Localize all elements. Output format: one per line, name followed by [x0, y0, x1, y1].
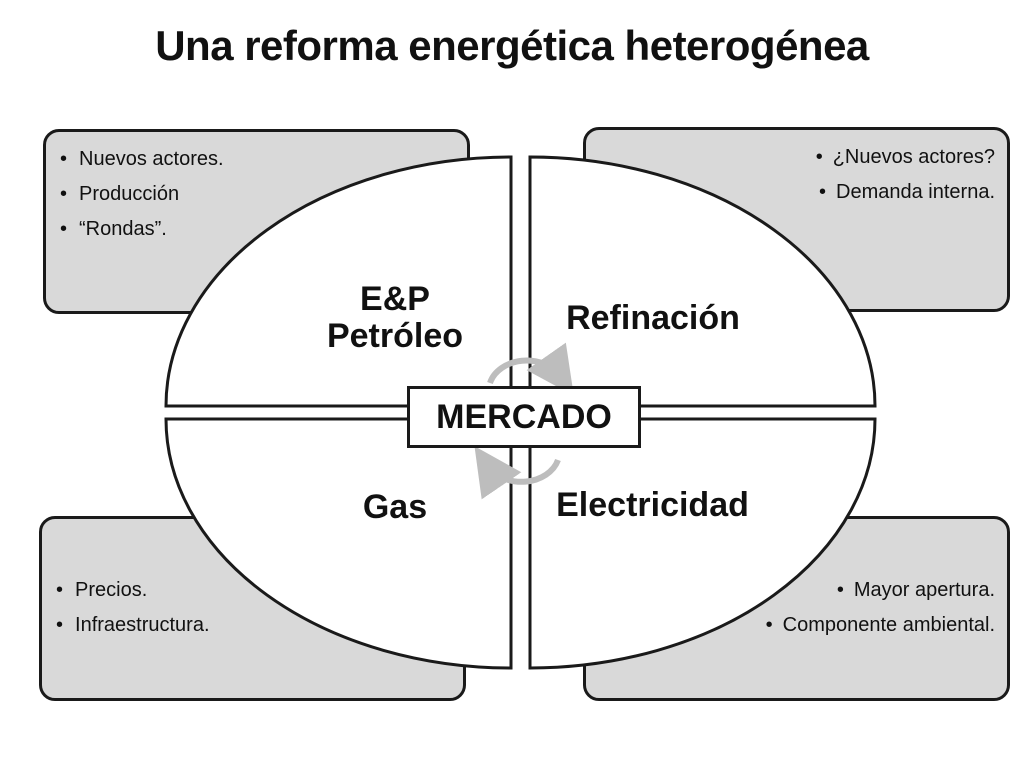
quadrant-refinacion	[528, 155, 877, 408]
list-item: •Componente ambiental.	[765, 614, 995, 636]
list-item: “Rondas”.	[60, 218, 224, 241]
label-ep-petroleo: E&P Petróleo	[300, 280, 490, 356]
label-ep-line1: E&P	[360, 280, 430, 318]
label-ep-line2: Petróleo	[326, 317, 464, 356]
quadrant-gas	[164, 417, 513, 670]
label-refinacion: Refinación	[566, 299, 740, 337]
page-title: Una reforma energética heterogénea	[155, 22, 869, 69]
list-item: Producción	[60, 183, 224, 206]
bullet-list: Nuevos actores. Producción “Rondas”.	[60, 148, 224, 253]
list-item: •Mayor apertura.	[836, 579, 995, 601]
list-item: •Demanda interna.	[819, 181, 995, 203]
list-item: Nuevos actores.	[60, 148, 224, 171]
center-mercado-box: MERCADO	[407, 386, 641, 448]
cycle-arrow-bottom	[474, 446, 561, 500]
quadrant-ep-petroleo	[164, 155, 513, 408]
label-gas: Gas	[362, 488, 428, 526]
bullet-list: •¿Nuevos actores? •Demanda interna.	[816, 146, 995, 216]
bullet-list: Precios. Infraestructura.	[56, 579, 210, 649]
list-item: Precios.	[56, 579, 210, 602]
list-item: Infraestructura.	[56, 614, 210, 637]
quadrant-electricidad	[528, 417, 877, 670]
cycle-arrow-top	[487, 342, 574, 396]
bullet-list: •Mayor apertura. •Componente ambiental.	[735, 579, 995, 649]
label-electricidad: Electricidad	[556, 486, 749, 524]
list-item: •¿Nuevos actores?	[815, 146, 995, 168]
